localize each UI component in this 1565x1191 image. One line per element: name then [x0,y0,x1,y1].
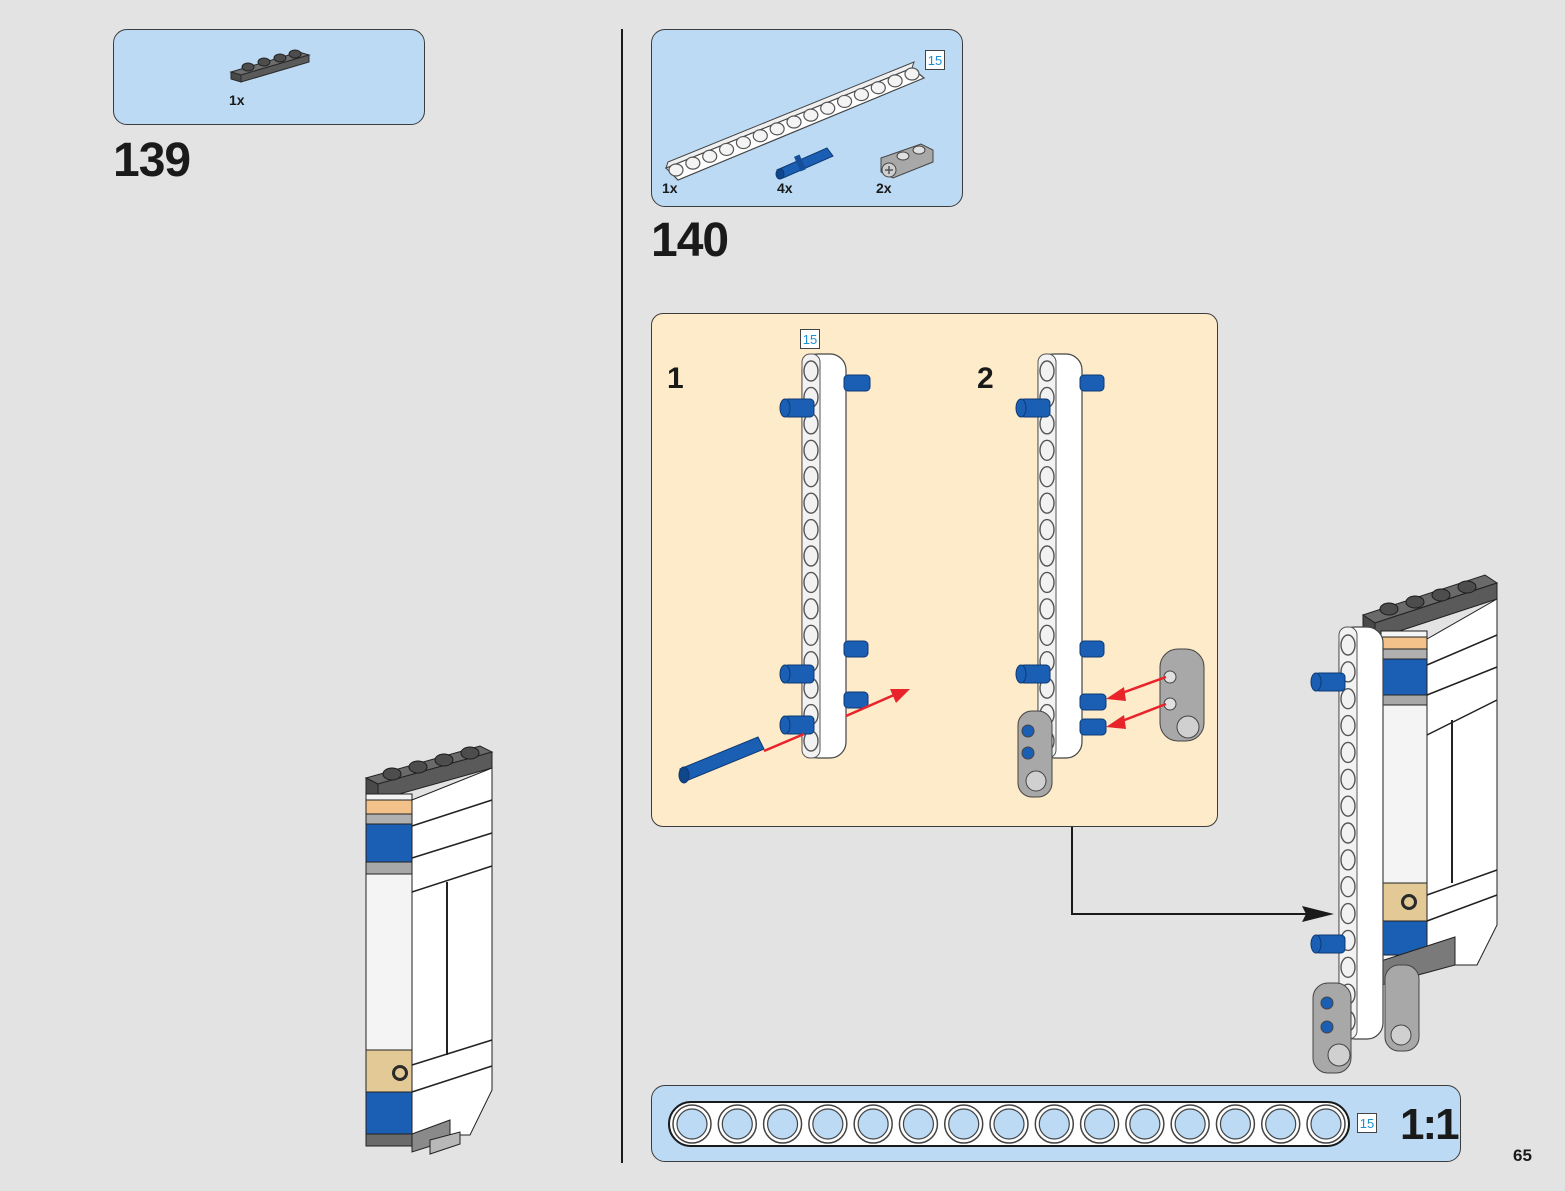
page-divider [621,29,623,1163]
ruler-hole-inner [993,1108,1025,1140]
loose-beam-2 [1159,648,1205,742]
beam-length-ruler: 15 1:1 [651,1085,1461,1162]
technic-beam-2-icon [880,143,934,179]
step-139-model-illustration [364,745,494,1155]
beam-hole [1340,876,1356,898]
plate-1x4-icon [229,49,311,83]
beam-hole [1340,741,1356,764]
beam-hole [803,624,819,646]
substep-callout: 1 2 15 [651,313,1218,827]
beam-hole [668,163,684,177]
beam-hole [803,571,819,594]
beam-hole [1340,714,1356,737]
beam-hole [836,94,853,109]
beam-length-tag: 15 [800,329,820,349]
ruler-hole-inner [1310,1108,1342,1140]
ruler-hole-inner [1083,1108,1116,1140]
beam-hole [1340,956,1356,978]
beam-hole [1039,598,1055,620]
step-140-model-illustration [1310,574,1499,1074]
scale-label: 1:1 [1400,1100,1460,1149]
beam-hole [1340,634,1356,656]
technic-beam-15-icon [664,61,926,181]
step-139-parts-box: 1x [113,29,425,125]
step-140-parts-box: 15 1x 4x 2x [651,29,963,207]
step-number-140: 140 [651,214,729,267]
beam-hole [718,142,735,157]
attached-beam-2 [1017,710,1053,798]
part-quantity: 1x [229,92,245,108]
beam-hole [803,466,819,488]
ruler-hole-inner [1129,1108,1161,1140]
beam-hole [786,115,802,129]
page-number: 65 [1513,1146,1532,1165]
beam-hole [1340,902,1356,925]
beam-hole [1039,518,1055,541]
beam-hole [870,81,886,95]
substep-1-illustration [678,353,910,784]
beam-hole [1039,624,1055,646]
beam-hole [803,439,819,461]
substep-number-1: 1 [667,362,684,395]
beam-hole [1340,688,1356,710]
technic-pin-long-icon [775,147,834,180]
part-quantity: 1x [662,180,678,196]
ruler-hole-inner [902,1108,935,1140]
callout-connector-arrow [1071,827,1334,922]
beam-hole [1039,466,1055,488]
ruler-hole-inner [1174,1108,1206,1140]
ruler-hole-inner [1038,1108,1070,1140]
beam-hole [1340,822,1356,844]
beam-hole [769,122,785,136]
beam-hole [702,149,718,163]
part-quantity: 4x [777,180,793,196]
ruler-hole-inner [948,1108,980,1140]
beam-hole [904,67,920,81]
beam-hole [803,545,819,567]
beam-hole [752,129,768,143]
beam-hole [1340,661,1356,683]
beam-hole [1039,360,1055,382]
part-quantity: 2x [876,180,892,196]
beam-hole [887,74,903,88]
beam-hole [735,135,752,150]
step-number-139: 139 [113,134,191,187]
ruler-hole-inner [676,1108,708,1140]
beam-hole [1039,545,1055,567]
ruler-hole-inner [766,1108,799,1140]
beam-hole [1340,795,1356,817]
loose-pin [678,736,765,784]
beam-hole [1039,571,1055,594]
beam-hole [803,360,819,382]
ruler-hole-inner [812,1108,844,1140]
ruler-hole-inner [721,1108,753,1140]
ruler-hole-inner [1219,1108,1252,1140]
beam-hole [1340,849,1356,871]
ruler-length-tag: 15 [1357,1113,1377,1133]
beam-hole [1039,492,1055,514]
ruler-hole-inner [1265,1108,1297,1140]
substep-2-illustration [1015,353,1205,798]
beam-hole [803,108,819,122]
ruler-hole-inner [857,1108,889,1140]
beam-hole [820,101,836,115]
beam-hole [1039,439,1055,461]
beam-hole [853,87,870,102]
beam-length-tag: 15 [925,50,945,70]
beam-hole [685,156,701,170]
beam-hole [803,598,819,620]
beam-hole [803,518,819,541]
ruler-beam-15 [668,1101,1350,1147]
substep-number-2: 2 [977,362,994,395]
beam-hole [1340,768,1356,790]
beam-hole [803,492,819,514]
